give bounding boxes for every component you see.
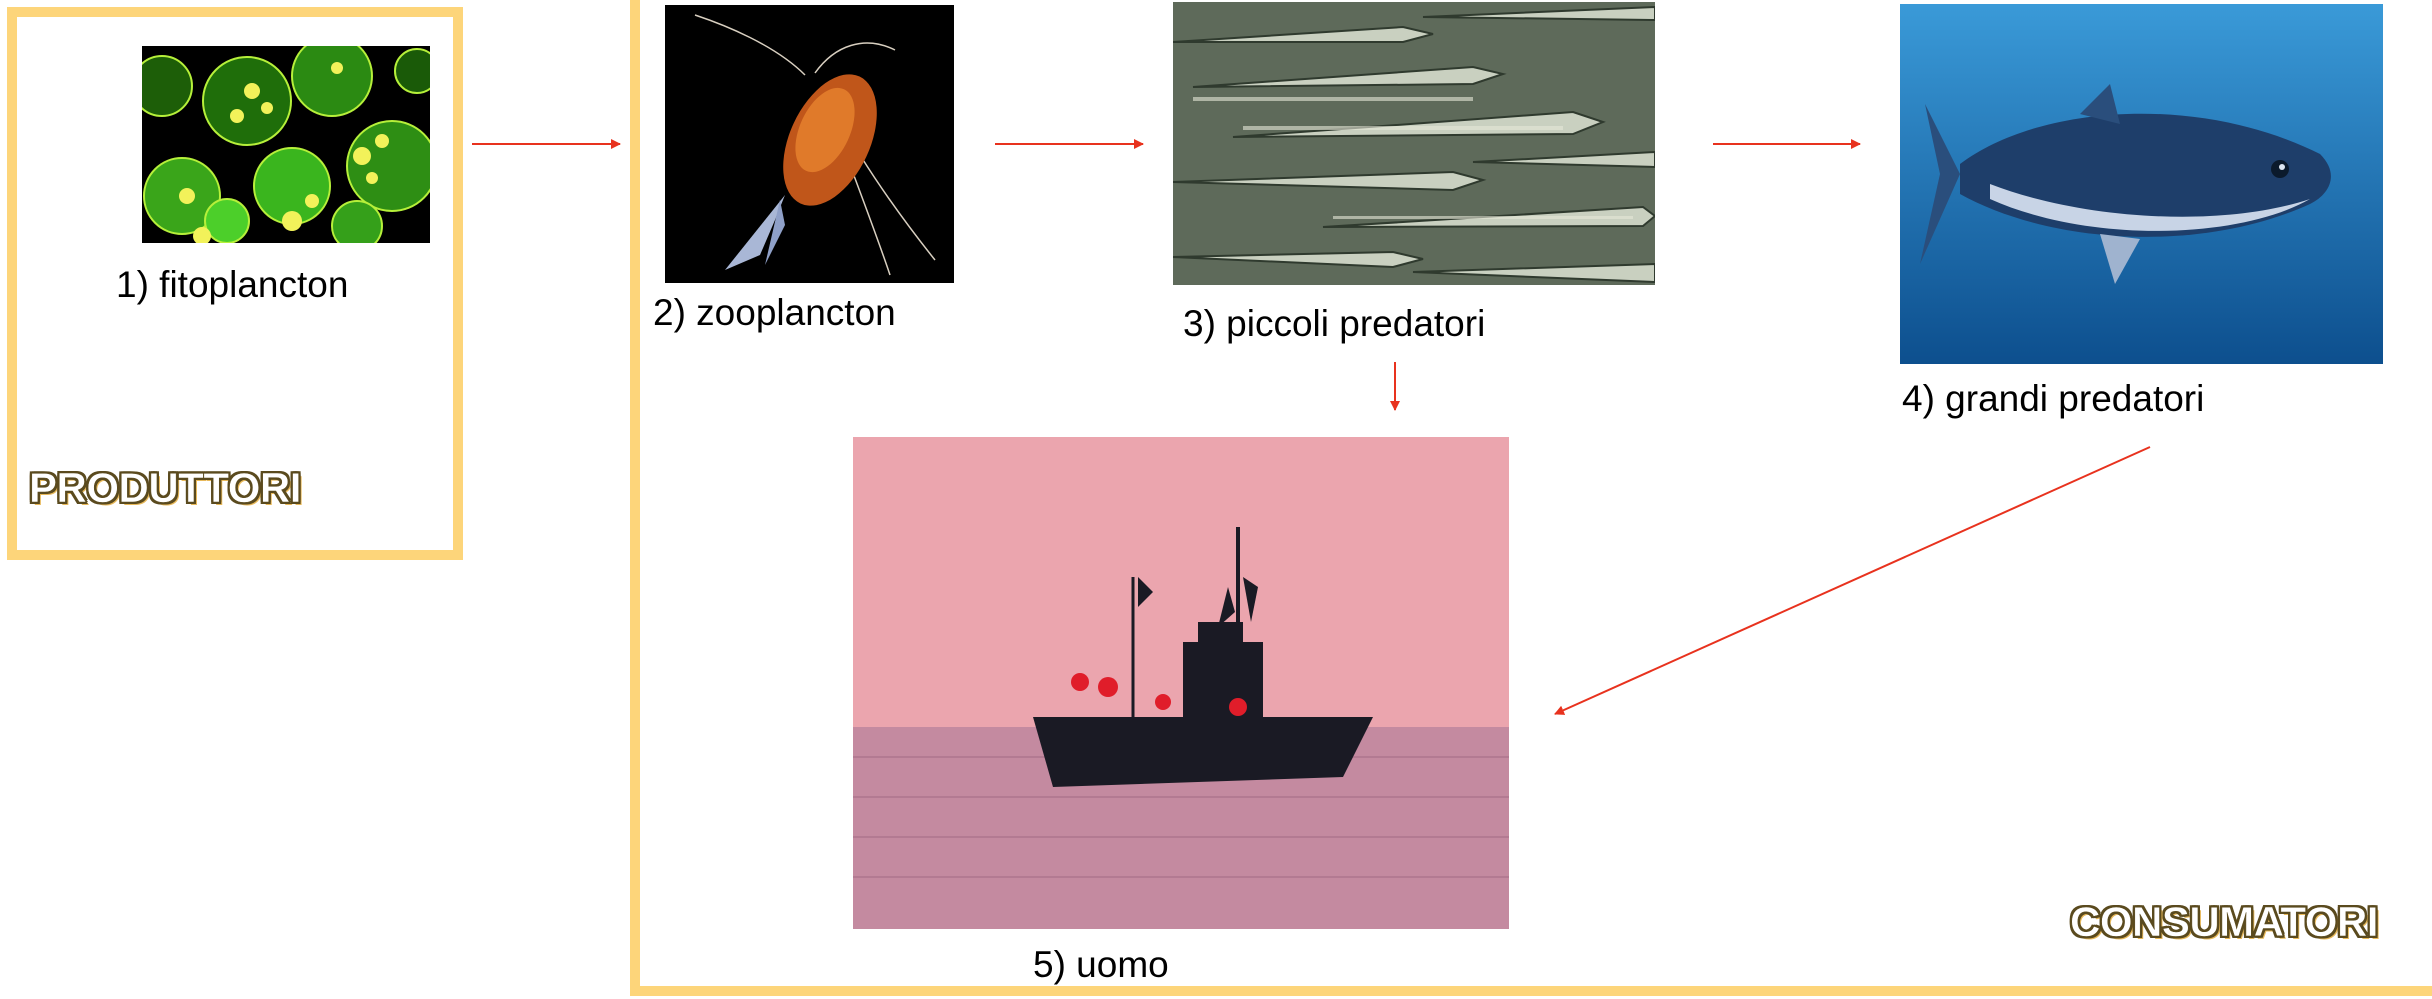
node-label-large-predators: 4) grandi predatori — [1902, 380, 2204, 417]
tuna-photo — [1900, 4, 2383, 364]
producers-group-label: PRODUTTORI — [29, 467, 301, 509]
phytoplankton-photo — [142, 46, 430, 243]
node-label-zooplankton: 2) zooplancton — [653, 294, 896, 331]
node-label-phytoplankton: 1) fitoplancton — [116, 266, 348, 303]
node-label-human: 5) uomo — [1033, 946, 1169, 983]
zooplankton-photo — [665, 5, 954, 283]
fishing-boat-photo — [853, 437, 1509, 929]
fish-school-photo — [1173, 2, 1655, 285]
node-label-small-predators: 3) piccoli predatori — [1183, 305, 1485, 342]
consumers-group-label: CONSUMATORI — [2070, 901, 2378, 943]
